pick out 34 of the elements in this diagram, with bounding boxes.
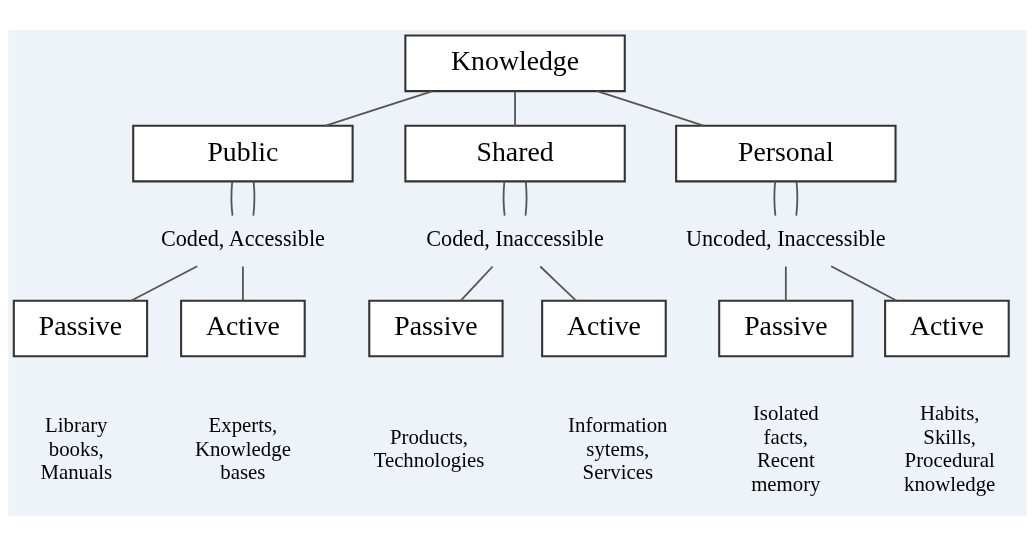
connector: [460, 265, 494, 302]
node-box: Knowledge: [404, 34, 626, 93]
node-box: Shared: [404, 124, 626, 183]
connector: [130, 265, 199, 302]
connector: [242, 265, 244, 302]
node-label: Isolated facts, Recent memory: [751, 401, 821, 497]
connector: [230, 180, 234, 217]
connector: [324, 90, 434, 127]
node-text: Coded, Accessible: [160, 226, 325, 252]
node-box: Personal: [675, 124, 897, 183]
node-box: Active: [884, 299, 1010, 358]
connector: [539, 265, 577, 302]
connector: [830, 265, 898, 302]
connector: [252, 180, 256, 217]
node-text: Coded, Inaccessible: [426, 226, 604, 252]
connector: [784, 265, 787, 302]
node-box: Passive: [368, 299, 504, 358]
node-label: Information sytems, Services: [568, 412, 668, 485]
node-label: Habits, Skills, Procedural knowledge: [904, 401, 996, 497]
connector: [795, 180, 799, 217]
node-label: Experts, Knowledge bases: [194, 412, 291, 485]
connector: [502, 180, 506, 217]
node-label: Library books, Manuals: [40, 412, 113, 485]
connector: [524, 180, 528, 217]
node-box: Active: [541, 299, 667, 358]
node-box: Active: [180, 299, 306, 358]
node-text: Uncoded, Inaccessible: [685, 226, 886, 252]
node-box: Passive: [718, 299, 854, 358]
node-box: Passive: [12, 299, 149, 358]
node-box: Public: [132, 124, 354, 183]
node-label: Products, Technologies: [373, 424, 485, 473]
connector: [773, 180, 777, 217]
connector: [514, 90, 516, 127]
connector: [596, 90, 706, 127]
